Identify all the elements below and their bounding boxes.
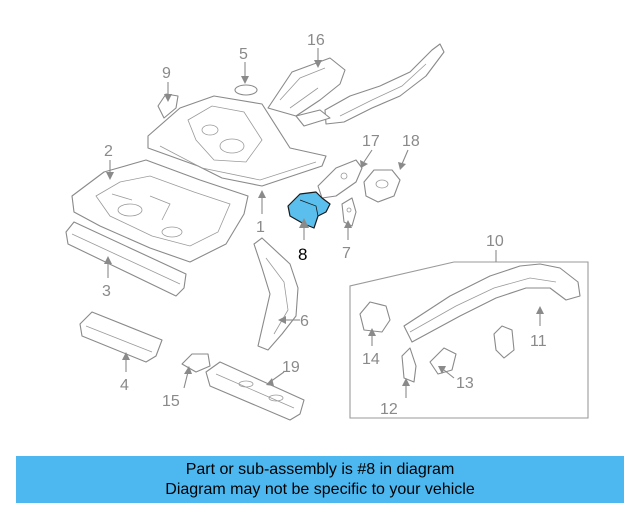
part-5-drawing	[234, 84, 258, 96]
part-19-drawing	[205, 361, 305, 421]
part-8-drawing	[287, 191, 331, 229]
part-6-drawing	[253, 237, 299, 351]
part-10-group-box	[349, 261, 589, 419]
callout-19[interactable]: 19	[282, 359, 300, 376]
callout-7[interactable]: 7	[342, 245, 351, 262]
part-15-drawing	[181, 353, 211, 373]
info-banner: Part or sub-assembly is #8 in diagram Di…	[16, 456, 624, 503]
callout-17[interactable]: 17	[362, 133, 380, 150]
callout-18[interactable]: 18	[402, 133, 420, 150]
part-14-drawing	[359, 301, 391, 333]
callout-2[interactable]: 2	[104, 143, 113, 160]
callout-9[interactable]: 9	[162, 65, 171, 82]
info-line-disclaimer: Diagram may not be specific to your vehi…	[165, 480, 475, 498]
callout-16[interactable]: 16	[307, 32, 325, 49]
part-9-drawing	[157, 93, 179, 119]
part-18-drawing	[363, 169, 401, 203]
info-line-part: Part or sub-assembly is #8 in diagram	[185, 460, 455, 478]
part-16-drawing	[267, 43, 445, 127]
callout-11[interactable]: 11	[530, 333, 547, 350]
parts-diagram: 9 5 16 2 1 3 4 6 7 8 17 18 10 11 14 12 1…	[65, 32, 589, 421]
part-2-drawing	[71, 159, 249, 263]
part-12-drawing	[401, 347, 417, 383]
leader-lines	[104, 48, 544, 398]
callout-10[interactable]: 10	[486, 233, 504, 250]
callout-1[interactable]: 1	[256, 219, 265, 236]
callout-15[interactable]: 15	[162, 393, 180, 410]
part-7-drawing	[341, 197, 357, 227]
callout-13[interactable]: 13	[456, 375, 474, 392]
callout-3[interactable]: 3	[102, 283, 111, 300]
part-1-drawing	[147, 95, 327, 187]
part-13-drawing	[429, 347, 457, 375]
callout-6[interactable]: 6	[300, 313, 309, 330]
part-4-drawing	[79, 311, 163, 363]
callout-8[interactable]: 8	[298, 245, 307, 264]
part-11-bracket-drawing	[493, 325, 515, 359]
part-17-drawing	[317, 159, 363, 199]
part-11-drawing	[403, 263, 581, 343]
callout-4[interactable]: 4	[120, 377, 129, 394]
callout-labels: 9 5 16 2 1 3 4 6 7 8 17 18 10 11 14 12 1…	[102, 32, 547, 418]
callout-5[interactable]: 5	[239, 46, 248, 63]
callout-12[interactable]: 12	[380, 401, 398, 418]
part-3-drawing	[65, 221, 187, 297]
callout-14[interactable]: 14	[362, 351, 380, 368]
